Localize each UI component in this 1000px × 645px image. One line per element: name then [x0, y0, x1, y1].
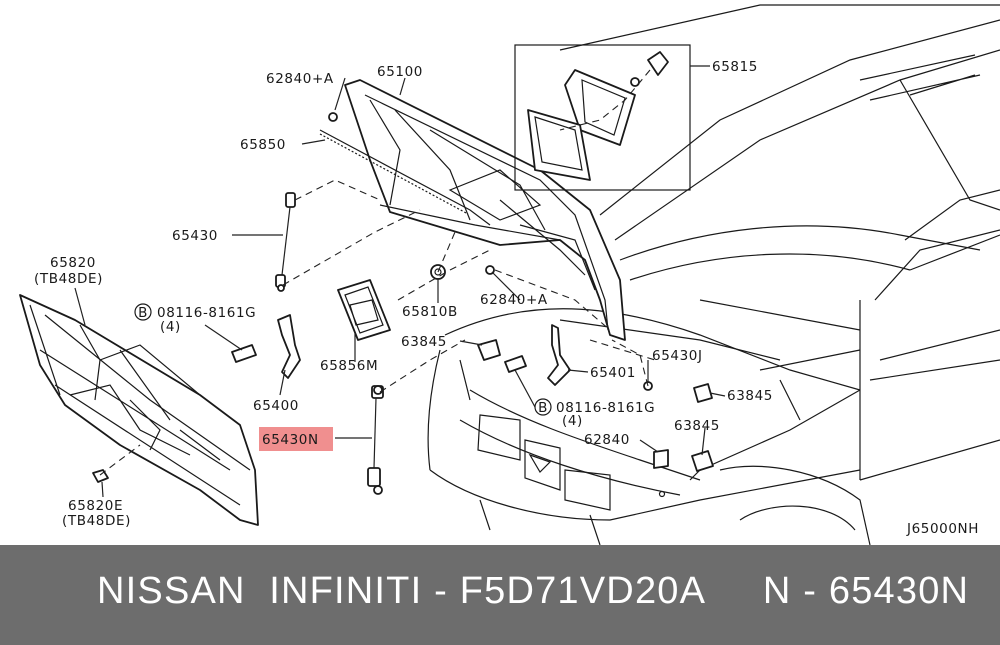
label-62840A-top: 62840+A	[266, 71, 334, 87]
bolt-marker-b: B	[538, 400, 548, 416]
grommet-62840	[653, 449, 669, 469]
bolt-marker-a-circle	[134, 303, 152, 321]
label-65856M: 65856M	[320, 358, 378, 374]
highlight-65430N	[259, 427, 333, 451]
label-65430J: 65430J	[652, 348, 703, 364]
grommet-62840A-top	[328, 112, 338, 122]
bolt-right	[504, 355, 527, 373]
bolt-marker-b-circle	[534, 398, 552, 416]
diagram-code: J65000NH	[906, 521, 979, 537]
label-08116-b-qty: (4)	[562, 413, 583, 429]
footer-part-number: NISSAN INFINITI - F5D71VD20A N - 65430N	[97, 570, 970, 612]
hood-insulator	[19, 294, 259, 526]
label-65400: 65400	[253, 398, 299, 414]
label-08116-a: 08116-8161G	[157, 305, 256, 321]
label-65815: 65815	[712, 59, 758, 75]
label-65401: 65401	[590, 365, 636, 381]
label-08116-b: 08116-8161G	[556, 400, 655, 416]
hood-hinge-left	[277, 314, 301, 379]
label-63845-a: 63845	[401, 334, 447, 350]
footer-bar: NISSAN INFINITI - F5D71VD20A N - 65430N	[0, 545, 1000, 645]
hood-panel	[344, 79, 626, 341]
bolt-marker-a: B	[138, 305, 148, 321]
label-65850: 65850	[240, 137, 286, 153]
label-65820E: 65820E	[68, 498, 123, 514]
label-63845-b: 63845	[727, 388, 773, 404]
bolt-left	[231, 344, 257, 363]
hood-lock-plate	[337, 279, 391, 341]
label-62840: 62840	[584, 432, 630, 448]
inset-box-65815	[514, 44, 691, 191]
hood-stay-65430N	[367, 385, 384, 495]
label-65100: 65100	[377, 64, 423, 80]
parts-diagram-svg: B B 62840+A 65100 65815 65850 65430 6582…	[19, 4, 1000, 545]
hood-seal-strip	[319, 129, 491, 226]
clip-65820E	[92, 469, 109, 483]
parts-diagram: B B 62840+A 65100 65815 65850 65430 6582…	[19, 4, 1000, 545]
label-63845-c: 63845	[674, 418, 720, 434]
vehicle-body-outline	[427, 4, 1000, 545]
bumper-63845-a	[477, 339, 501, 361]
label-65820-sub: (TB48DE)	[34, 271, 103, 287]
hood-stay-65430	[275, 192, 296, 292]
label-65820: 65820	[50, 255, 96, 271]
label-65810B: 65810B	[402, 304, 458, 320]
label-65820E-sub: (TB48DE)	[62, 513, 131, 529]
bumper-63845-b	[693, 383, 713, 403]
label-62840A-mid: 62840+A	[480, 292, 548, 308]
label-08116-a-qty: (4)	[160, 319, 181, 335]
hood-hinge-right	[547, 324, 571, 386]
label-65430N: 65430N	[262, 432, 319, 448]
label-65430: 65430	[172, 228, 218, 244]
